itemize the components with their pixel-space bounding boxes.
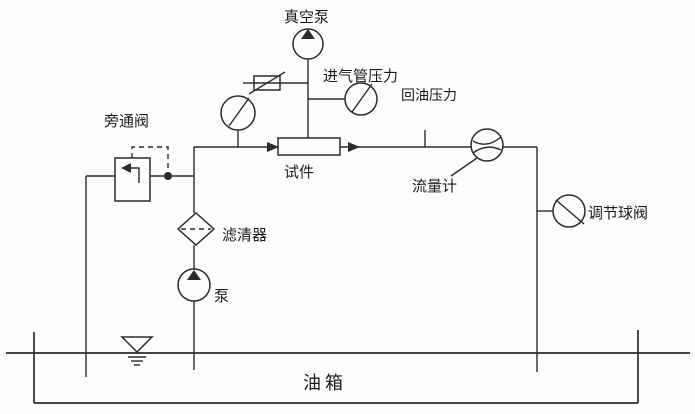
fluid-level-icon <box>120 336 154 366</box>
regulating-ball-valve-icon <box>552 194 586 228</box>
pump-icon <box>177 268 211 302</box>
label-flow-meter: 流量计 <box>412 178 457 195</box>
pilot-junction-dot <box>164 172 172 180</box>
filter-icon <box>176 211 216 247</box>
flow-meter-icon <box>470 128 504 162</box>
label-intake-pipe-pressure: 进气管压力 <box>323 68 398 85</box>
label-return-oil-pressure: 回油压力 <box>401 87 457 103</box>
bypass-valve-icon <box>114 146 172 202</box>
label-filter: 滤清器 <box>222 227 267 244</box>
intake-pressure-gauge-icon <box>344 82 378 116</box>
flow-arrow-out <box>348 142 360 152</box>
label-pump: 泵 <box>214 288 229 305</box>
label-oil-tank: 油箱 <box>303 373 347 393</box>
label-vacuum-pump: 真空泵 <box>284 8 329 26</box>
vacuum-pump-icon <box>292 28 324 60</box>
label-test-piece: 试件 <box>284 164 314 181</box>
oil-tank <box>6 330 690 404</box>
flow-arrow-in <box>267 142 279 152</box>
label-regulating-ball-valve: 调节球阀 <box>588 205 648 222</box>
bleed-valve-icon <box>248 71 286 95</box>
pipe-lines <box>85 59 553 377</box>
label-bypass-valve: 旁通阀 <box>104 113 149 130</box>
test-piece-icon <box>267 137 360 156</box>
pressure-gauge-icon <box>220 95 256 131</box>
